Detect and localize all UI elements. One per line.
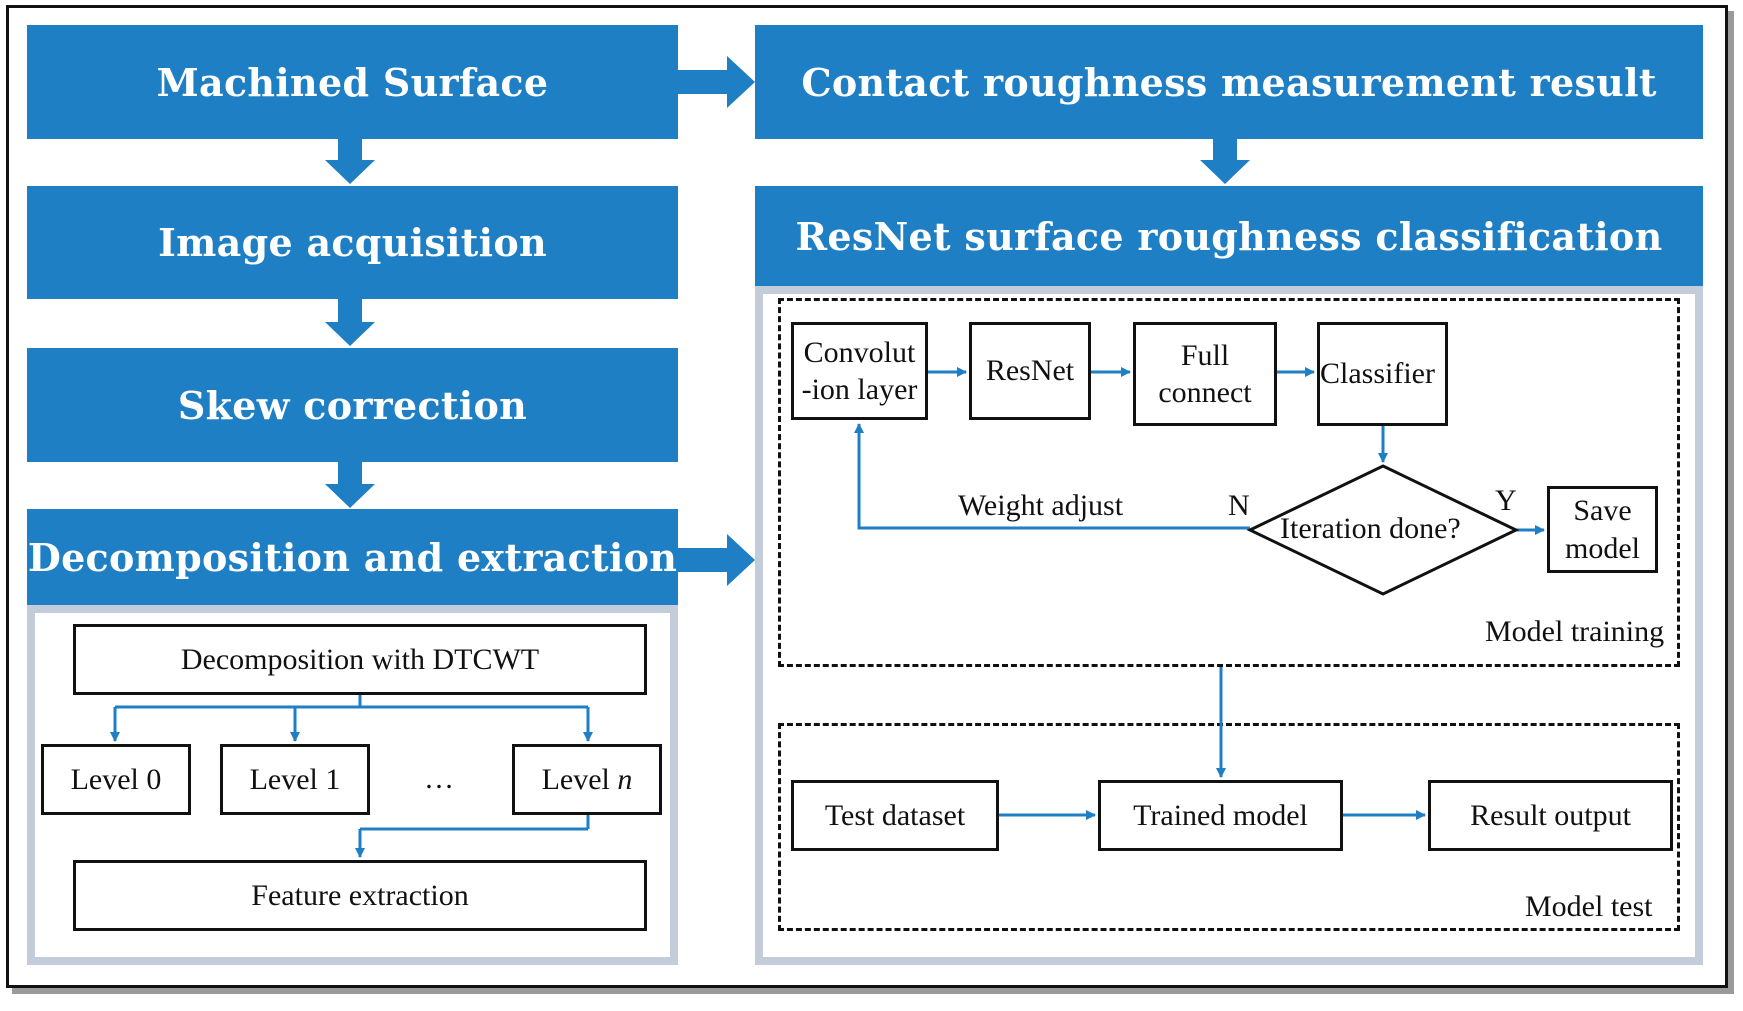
save-line1: Save bbox=[1573, 494, 1632, 527]
classifier-label: Classifier bbox=[1320, 357, 1435, 391]
skew-correction-label: Skew correction bbox=[177, 382, 528, 428]
model-training-label: Model training bbox=[1485, 615, 1665, 648]
conv-line1: Convolut bbox=[803, 335, 916, 369]
decomposition-extraction-box: Decomposition and extraction bbox=[27, 509, 678, 605]
weight-adjust-label: Weight adjust bbox=[958, 489, 1124, 522]
decomposition-extraction-label: Decomposition and extraction bbox=[27, 534, 678, 580]
convolution-layer-label: Convolut -ion layer bbox=[802, 334, 918, 409]
iteration-done-label-top: Iteration done? bbox=[1280, 512, 1461, 545]
leveln-box: Level n bbox=[512, 744, 662, 815]
result-output-box: Result output bbox=[1428, 780, 1673, 851]
save-line2: model bbox=[1565, 531, 1640, 565]
contact-result-box: Contact roughness measurement result bbox=[755, 25, 1703, 139]
leveln-label: Level n bbox=[542, 761, 633, 799]
iteration-diamond bbox=[1246, 464, 1520, 596]
conv-line2: -ion layer bbox=[801, 373, 918, 406]
trained-model-box: Trained model bbox=[1098, 780, 1343, 851]
resnet-box: ResNet bbox=[969, 322, 1091, 420]
model-test-region bbox=[778, 723, 1680, 931]
arrow-down-2 bbox=[325, 299, 375, 346]
result-output-label: Result output bbox=[1470, 798, 1631, 832]
resnet-label: ResNet bbox=[985, 354, 1075, 388]
skew-correction-box: Skew correction bbox=[27, 348, 678, 462]
dtcwt-label: Decomposition with DTCWT bbox=[180, 642, 540, 676]
resnet-classification-label: ResNet surface roughness classification bbox=[795, 213, 1663, 259]
full-line2: connect bbox=[1158, 376, 1252, 409]
convolution-layer-box: Convolut -ion layer bbox=[791, 322, 928, 420]
test-dataset-label: Test dataset bbox=[824, 798, 966, 832]
resnet-classification-box: ResNet surface roughness classification bbox=[755, 186, 1703, 286]
machined-surface-box: Machined Surface bbox=[27, 25, 678, 139]
full-connect-label: Full connect bbox=[1158, 337, 1251, 412]
full-line1: Full bbox=[1180, 338, 1230, 372]
classifier-box: Classifier bbox=[1317, 322, 1448, 426]
image-acquisition-box: Image acquisition bbox=[27, 186, 678, 299]
ellipsis: … bbox=[424, 762, 454, 795]
level0-box: Level 0 bbox=[41, 744, 191, 815]
yes-label: Y bbox=[1495, 484, 1517, 517]
leveln-prefix: Level bbox=[541, 762, 618, 796]
model-test-label: Model test bbox=[1525, 890, 1653, 923]
arrow-down-3 bbox=[325, 462, 375, 508]
arrow-down-4 bbox=[1200, 139, 1250, 184]
contact-result-label: Contact roughness measurement result bbox=[801, 59, 1657, 105]
image-acquisition-label: Image acquisition bbox=[158, 220, 547, 265]
test-dataset-box: Test dataset bbox=[791, 780, 999, 851]
arrow-right-1 bbox=[678, 56, 755, 108]
level1-label: Level 1 bbox=[249, 762, 341, 796]
full-connect-box: Full connect bbox=[1133, 322, 1277, 426]
leveln-variable: n bbox=[617, 762, 633, 796]
arrow-down-1 bbox=[325, 139, 375, 184]
level1-box: Level 1 bbox=[220, 744, 370, 815]
machined-surface-label: Machined Surface bbox=[156, 59, 549, 105]
feature-extraction-label: Feature extraction bbox=[251, 878, 469, 912]
dtcwt-box: Decomposition with DTCWT bbox=[73, 624, 647, 695]
feature-extraction-box: Feature extraction bbox=[73, 860, 647, 931]
no-label: N bbox=[1228, 489, 1250, 522]
model-training-region bbox=[778, 298, 1680, 667]
trained-model-label: Trained model bbox=[1133, 798, 1308, 832]
arrow-right-2 bbox=[678, 534, 755, 586]
level0-label: Level 0 bbox=[70, 762, 162, 796]
save-model-label: Save model bbox=[1565, 492, 1640, 567]
save-model-box: Save model bbox=[1547, 486, 1658, 573]
